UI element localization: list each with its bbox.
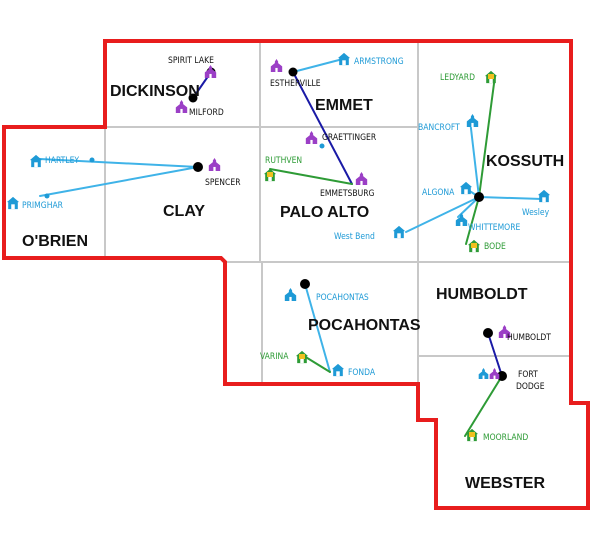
estherville-church-icon [270, 59, 283, 72]
pocahontas-church-icon [284, 288, 297, 301]
emmetsburg-church-icon [355, 172, 368, 185]
town-labels: SPIRIT LAKE MILFORD ESTHERVILLE ARMSTRON… [22, 56, 551, 443]
town-graettinger: GRAETTINGER [322, 133, 377, 143]
county-pocahontas: POCAHONTAS [308, 317, 421, 334]
armstrong-house-icon [337, 52, 351, 66]
town-estherville: ESTHERVILLE [270, 79, 321, 89]
county-emmet: EMMET [315, 97, 373, 114]
county-clay: CLAY [163, 203, 205, 220]
hub-estherville [288, 67, 298, 77]
region-border [2, 39, 590, 510]
town-bancroft: BANCROFT [418, 123, 460, 133]
county-kossuth: KOSSUTH [486, 153, 564, 170]
fort-dodge-church-icon-2 [489, 368, 500, 379]
town-ledyard: LEDYARD [440, 73, 475, 83]
town-icons [6, 52, 551, 442]
town-humboldt: HUMBOLDT [507, 333, 551, 343]
hub-pocahontas [300, 279, 310, 289]
hub-humboldt [483, 328, 493, 338]
hartley-house-icon [29, 154, 43, 168]
bancroft-church-icon [466, 114, 479, 127]
town-dodge: DODGE [516, 382, 545, 392]
hub-milford [188, 93, 198, 103]
county-palo-alto: PALO ALTO [280, 204, 369, 221]
county-labels: DICKINSON EMMET KOSSUTH O'BRIEN CLAY PAL… [22, 83, 564, 492]
town-pocahontas: POCAHONTAS [316, 293, 369, 303]
connection-lines [39, 59, 543, 437]
town-primghar: PRIMGHAR [22, 201, 64, 211]
west-bend-house-icon [392, 225, 406, 239]
waypoint-dots [44, 143, 325, 199]
town-ruthven: RUTHVEN [265, 156, 302, 166]
town-west-bend: West Bend [334, 232, 375, 242]
town-spirit-lake: SPIRIT LAKE [168, 56, 214, 66]
hub-fort-dodge [497, 371, 507, 381]
town-whittemore: WHITTEMORE [468, 223, 521, 233]
town-bode: BODE [484, 242, 506, 252]
town-hartley: HARTLEY [45, 156, 79, 166]
county-humboldt: HUMBOLDT [436, 286, 528, 303]
wesley-house-icon [537, 189, 551, 203]
town-varina: VARINA [260, 352, 289, 362]
town-milford: MILFORD [189, 108, 224, 118]
county-webster: WEBSTER [465, 475, 545, 492]
town-armstrong: ARMSTRONG [354, 57, 404, 67]
town-fonda: FONDA [348, 368, 376, 378]
town-spencer: SPENCER [205, 178, 241, 188]
algona-house-icon [459, 181, 473, 195]
town-fort: FORT [518, 370, 538, 380]
town-algona: ALGONA [422, 188, 455, 198]
whittemore-church-icon [455, 213, 468, 226]
graettinger-church-icon [305, 131, 318, 144]
town-moorland: MOORLAND [483, 433, 528, 443]
town-emmetsburg: EMMETSBURG [320, 189, 375, 199]
primghar-house-icon [6, 196, 20, 210]
county-obrien: O'BRIEN [22, 233, 88, 250]
fort-dodge-church-icon [478, 368, 489, 379]
hub-algona [474, 192, 484, 202]
spencer-church-icon [208, 158, 221, 171]
milford-church-icon [175, 100, 188, 113]
hub-spencer [193, 162, 203, 172]
fonda-house-icon [331, 363, 345, 377]
town-wesley: Wesley [522, 208, 550, 218]
spirit-lake-church-icon [204, 65, 217, 78]
county-dickinson: DICKINSON [110, 83, 200, 100]
